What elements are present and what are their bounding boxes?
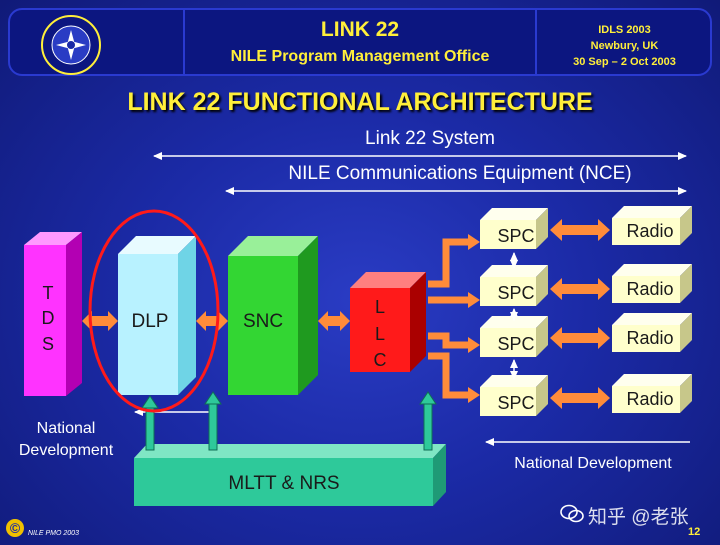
header-divider bbox=[183, 8, 185, 76]
header-subtitle: NILE Program Management Office bbox=[230, 48, 490, 65]
header-bar bbox=[8, 8, 712, 76]
footer-org: NILE PMO 2003 bbox=[28, 530, 79, 537]
spc-radio-arrow bbox=[550, 327, 610, 349]
arrowhead bbox=[468, 292, 480, 308]
tds-block bbox=[24, 232, 82, 396]
chat-bubble-icon bbox=[560, 504, 584, 523]
event-location: Newbury, UK bbox=[590, 40, 659, 52]
radio-box-2 bbox=[612, 264, 692, 303]
arrowhead bbox=[468, 387, 480, 403]
dlp-highlight-ring bbox=[88, 209, 220, 413]
spc-box-2 bbox=[480, 265, 548, 306]
event-name: IDLS 2003 bbox=[598, 24, 651, 36]
llc-spc-arrow-3 bbox=[428, 332, 468, 349]
spc-label: SPC bbox=[497, 226, 534, 246]
mltt-up-arrow bbox=[204, 391, 222, 451]
radio-label: Radio bbox=[626, 328, 673, 348]
spc-label: SPC bbox=[497, 334, 534, 354]
llc-spc-arrow-4 bbox=[428, 352, 468, 399]
spc-box-3 bbox=[480, 316, 548, 357]
national-dev-left-line2: Development bbox=[18, 442, 114, 459]
national-dev-right-label: National Development bbox=[514, 455, 672, 472]
copyright-icon: © bbox=[6, 519, 24, 537]
link22-logo-icon bbox=[41, 15, 101, 75]
spc-radio-arrow bbox=[550, 387, 610, 409]
radio-box-3 bbox=[612, 313, 692, 352]
llc-label-l1: L bbox=[375, 297, 385, 317]
slide-title: LINK 22 FUNCTIONAL ARCHITECTURE bbox=[127, 88, 593, 116]
llc-spc-arrow-1 bbox=[428, 238, 468, 288]
watermark-text: 知乎 @老张 bbox=[588, 507, 689, 528]
page-number: 12 bbox=[688, 526, 701, 538]
link22-system-label: Link 22 System bbox=[365, 128, 495, 149]
tds-label-t: T bbox=[43, 283, 54, 303]
spc-label: SPC bbox=[497, 283, 534, 303]
spc-radio-arrow bbox=[550, 278, 610, 300]
nce-label: NILE Communications Equipment (NCE) bbox=[288, 163, 632, 184]
spc-box-1 bbox=[480, 208, 548, 249]
spc-radio-arrow bbox=[550, 219, 610, 241]
llc-block bbox=[350, 272, 426, 372]
dlp-label: DLP bbox=[132, 311, 169, 332]
dlp-snc-arrow bbox=[196, 311, 228, 331]
event-dates: 30 Sep – 2 Oct 2003 bbox=[573, 56, 676, 68]
radio-label: Radio bbox=[626, 279, 673, 299]
snc-label: SNC bbox=[243, 311, 283, 332]
spc-box-4 bbox=[480, 375, 548, 416]
arrowhead bbox=[468, 337, 480, 353]
arrowhead bbox=[468, 234, 480, 250]
snc-block bbox=[228, 236, 318, 395]
radio-label: Radio bbox=[626, 221, 673, 241]
header-divider bbox=[535, 8, 537, 76]
mltt-nrs-block bbox=[134, 444, 446, 506]
llc-label-l2: L bbox=[375, 324, 385, 344]
header-title: LINK 22 bbox=[320, 18, 400, 41]
radio-box-4 bbox=[612, 374, 692, 413]
dlp-block bbox=[118, 236, 196, 395]
llc-label-c: C bbox=[374, 350, 387, 370]
tds-label-s: S bbox=[42, 334, 54, 354]
tds-dlp-arrow bbox=[82, 311, 118, 331]
mltt-up-arrow bbox=[419, 391, 437, 451]
snc-llc-arrow bbox=[318, 311, 350, 331]
tds-label-d: D bbox=[42, 308, 55, 328]
national-dev-left-line1: National bbox=[36, 420, 96, 437]
radio-box-1 bbox=[612, 206, 692, 245]
spc-label: SPC bbox=[497, 393, 534, 413]
mltt-up-arrow bbox=[141, 395, 159, 451]
mltt-nrs-label: MLTT & NRS bbox=[228, 473, 339, 494]
radio-label: Radio bbox=[626, 389, 673, 409]
